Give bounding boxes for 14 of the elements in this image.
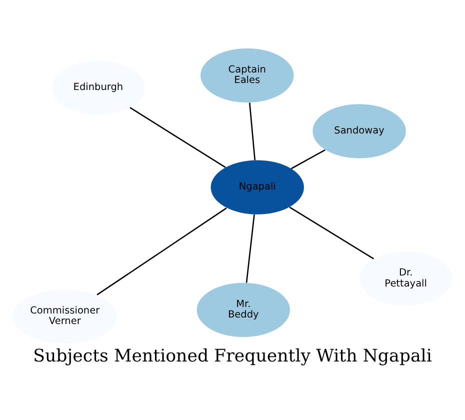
node-ellipse: Commissioner Verner [12,289,117,344]
connector [248,102,256,160]
node-ellipse: Ngapali [210,160,304,214]
node-ellipse: Sandoway [312,104,406,158]
connector [130,107,226,168]
connector [289,206,374,260]
connector [246,214,255,283]
connector [291,149,326,170]
node-ellipse: Edinburgh [52,60,145,115]
connector [96,208,227,296]
diagram-title: Subjects Mentioned Frequently With Ngapali [33,346,432,367]
node-ellipse: Captain Eales [200,48,294,103]
node-ellipse: Mr. Beddy [196,282,290,338]
node-ellipse: Dr. Pettayall [359,252,452,306]
